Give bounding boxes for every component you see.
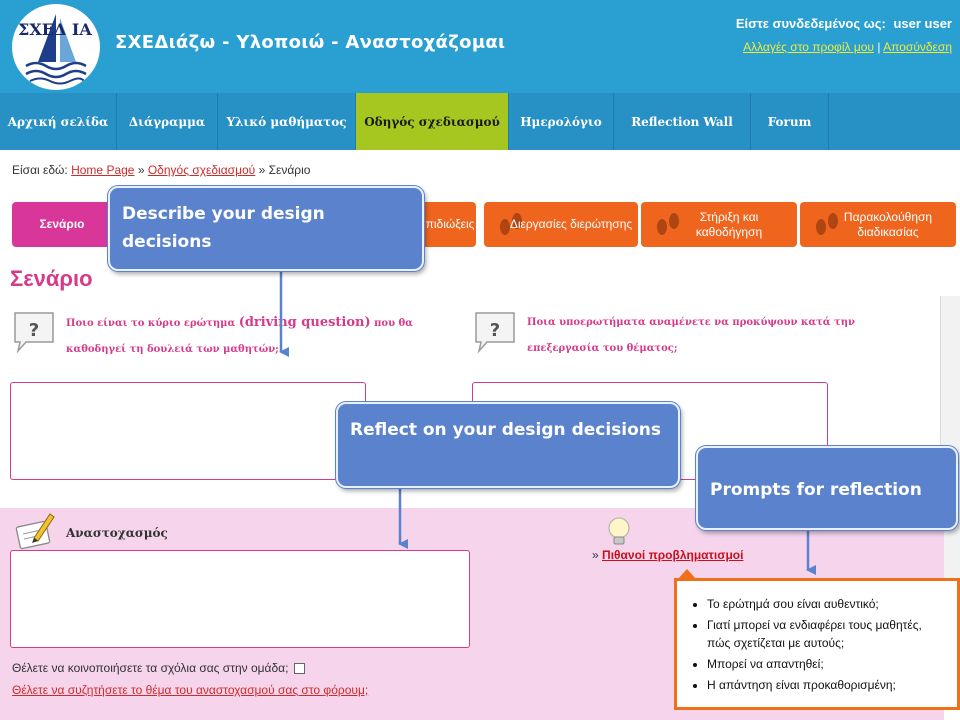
logo-text: ΣΧΕΔ ΙΑ [18, 20, 92, 39]
sailboat-logo-icon [14, 5, 98, 89]
breadcrumb-current: Σενάριο [268, 163, 311, 177]
question-bubble-icon: ? [475, 312, 515, 354]
footprints-icon [500, 213, 522, 235]
site-header: ΣΧΕΔ ΙΑ ΣΧΕΔιάζω - Υλοποιώ - Αναστοχάζομ… [0, 0, 960, 93]
step-tab-label: Παρακολούθηση διαδικασίας [843, 209, 933, 239]
site-title: ΣΧΕΔιάζω - Υλοποιώ - Αναστοχάζομαι [115, 32, 506, 53]
breadcrumb-prefix: Είσαι εδώ: [12, 163, 68, 177]
nav-item-forum[interactable]: Forum [751, 93, 829, 150]
question-left: Ποιο είναι το κύριο ερώτημα (driving que… [66, 310, 458, 363]
callout-prompts-reflection: Prompts for reflection [696, 446, 958, 530]
prompt-item: Μπορεί να απαντηθεί; [707, 655, 947, 673]
prompt-item: Η απάντηση είναι προκαθορισμένη; [707, 676, 947, 694]
step-tab-label: Διεργασίες διερώτησης [509, 217, 633, 231]
step-tab-support[interactable]: Στήριξη και καθοδήγηση [641, 202, 797, 247]
logged-in-label: Είστε συνδεδεμένος ως: [735, 16, 886, 31]
lightbulb-icon [608, 517, 630, 545]
page-title: Σενάριο [10, 266, 93, 291]
user-name: user user [893, 16, 952, 31]
question-right: Ποια υποερωτήματα αναμένετε να προκύψουν… [527, 317, 855, 354]
breadcrumb-home-link[interactable]: Home Page [71, 163, 135, 177]
nav-item-calendar[interactable]: Ημερολόγιο [509, 93, 614, 150]
link-separator: | [877, 40, 881, 54]
possible-concerns-link[interactable]: Πιθανοί προβληματισμοί [602, 548, 744, 562]
step-tab-label: Σενάριο [39, 217, 85, 231]
svg-text:?: ? [29, 320, 39, 341]
callout-reflect-decisions: Reflect on your design decisions [336, 402, 680, 488]
breadcrumb-sep: » [137, 163, 145, 177]
prompts-prefix: » [592, 548, 599, 562]
question-left-part-c: που θα καθοδηγεί τη δουλειά των μαθητών; [66, 318, 413, 355]
prompts-list: Το ερώτημά σου είναι αυθεντικό; Γιατί μπ… [677, 581, 957, 694]
prompt-item: Γιατί μπορεί να ενδιαφέρει τους μαθητές,… [707, 616, 947, 652]
callout-describe-decisions: Describe your design decisions [108, 186, 424, 271]
reflection-title: Αναστοχασμός [66, 526, 168, 540]
user-links: Αλλαγές στο προφίλ μου | Αποσύνδεση [743, 40, 952, 54]
prompt-item: Το ερώτημά σου είναι αυθεντικό; [707, 595, 947, 613]
site-logo[interactable]: ΣΧΕΔ ΙΑ [12, 4, 100, 90]
logged-in-line: Είστε συνδεδεμένος ως: user user [736, 16, 952, 31]
logout-link[interactable]: Αποσύνδεση [883, 40, 952, 54]
step-tab-inquiry[interactable]: Διεργασίες διερώτησης [484, 202, 638, 247]
nav-item-course-material[interactable]: Υλικό μαθήματος [218, 93, 356, 150]
step-tab-label: Στήριξη και καθοδήγηση [695, 209, 763, 239]
question-bubble-icon: ? [14, 312, 54, 354]
main-nav: Αρχική σελίδα Διάγραμμα Υλικό μαθήματος … [0, 93, 960, 150]
svg-text:?: ? [490, 320, 500, 341]
footprints-icon [816, 213, 838, 235]
prompts-popup: Το ερώτημά σου είναι αυθεντικό; Γιατί μπ… [674, 578, 960, 710]
share-question-label: Θέλετε να κοινοποιήσετε τα σχόλια σας στ… [12, 661, 289, 675]
breadcrumb-sep: » [258, 163, 266, 177]
forum-discussion-link[interactable]: Θέλετε να συζητήσετε το θέμα του αναστοχ… [12, 683, 369, 697]
share-checkbox[interactable] [294, 662, 306, 674]
nav-item-diagram[interactable]: Διάγραμμα [117, 93, 218, 150]
step-tab-label: Επιδιώξεις [417, 217, 475, 231]
reflection-input[interactable] [10, 550, 470, 648]
share-question: Θέλετε να κοινοποιήσετε τα σχόλια σας στ… [12, 661, 306, 675]
step-tab-monitoring[interactable]: Παρακολούθηση διαδικασίας [800, 202, 956, 247]
prompts-link-row: » Πιθανοί προβληματισμοί [592, 548, 743, 562]
breadcrumb: Είσαι εδώ: Home Page » Οδηγός σχεδιασμού… [12, 163, 310, 177]
question-left-part-a: Ποιο είναι το κύριο ερώτημα [66, 318, 239, 329]
nav-item-design-guide[interactable]: Οδηγός σχεδιασμού [356, 93, 509, 150]
nav-item-reflection-wall[interactable]: Reflection Wall [614, 93, 751, 150]
profile-link[interactable]: Αλλαγές στο προφίλ μου [743, 40, 874, 54]
nav-item-home[interactable]: Αρχική σελίδα [0, 93, 117, 150]
driving-question-input[interactable] [10, 382, 366, 480]
footprints-icon [657, 213, 679, 235]
breadcrumb-guide-link[interactable]: Οδηγός σχεδιασμού [147, 163, 256, 177]
popup-notch [678, 569, 696, 579]
pencil-note-icon [15, 513, 55, 550]
question-left-part-b: (driving question) [238, 315, 371, 330]
